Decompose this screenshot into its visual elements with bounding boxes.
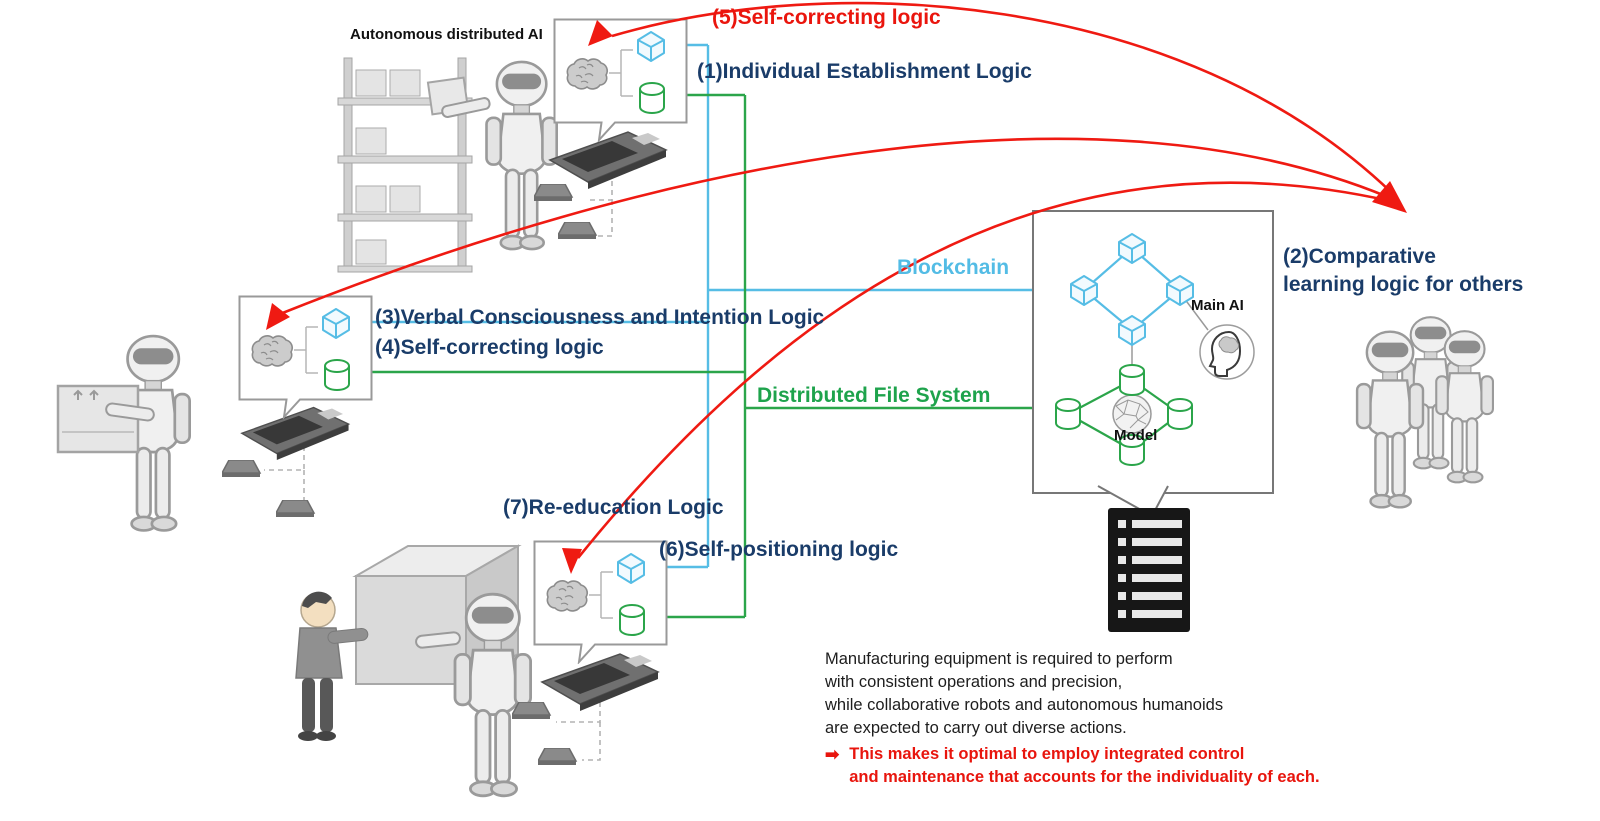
note-conclusion: ➡ This makes it optimal to employ integr… [825, 743, 1320, 789]
this-way-up-icon [73, 389, 99, 400]
logic4-label: (4)Self-correcting logic [375, 336, 604, 359]
floor-marker-icon [538, 748, 577, 766]
model-label: Model [1114, 427, 1158, 444]
logic6-label: (6)Self-positioning logic [659, 538, 899, 561]
logic2-label: (2)Comparative learning logic for others [1283, 245, 1524, 296]
note-line: are expected to carry out diverse action… [825, 719, 1127, 737]
database-icon [324, 359, 350, 391]
floor-marker-icon [222, 460, 261, 478]
distributed-file-system-label: Distributed File System [757, 384, 991, 407]
blockchain-node-icon [1070, 275, 1098, 306]
blockchain-node-icon [1118, 233, 1146, 264]
floor-marker-icon [276, 500, 315, 518]
carrying-robot-illustration [56, 334, 191, 532]
note-block: Manufacturing equipment is required to p… [825, 648, 1320, 789]
right-arrow-icon: ➡ [825, 745, 840, 764]
scene-top-label: Autonomous distributed AI [350, 26, 543, 43]
note-red-line: and maintenance that accounts for the in… [849, 768, 1320, 786]
floor-marker-icon [534, 184, 573, 202]
database-icon [1167, 398, 1193, 430]
big-arrowhead-icon [1372, 181, 1407, 213]
blockchain-label: Blockchain [897, 256, 1010, 279]
human-robot-box-illustration [295, 544, 532, 798]
note-red-line: This makes it optimal to employ integrat… [849, 745, 1245, 763]
robot-figure [1355, 330, 1425, 509]
brain-icon [546, 580, 588, 612]
main-ai-box [1032, 210, 1274, 494]
database-icon [1055, 398, 1081, 430]
database-icon [1119, 364, 1145, 396]
blockchain-node-icon [1166, 275, 1194, 306]
logic5-label: (5)Self-correcting logic [712, 6, 941, 29]
database-icon [619, 604, 645, 636]
database-icon [639, 82, 665, 114]
floor-marker-icon [512, 702, 551, 720]
note-line: while collaborative robots and autonomou… [825, 696, 1224, 714]
note-line: with consistent operations and precision… [825, 673, 1123, 691]
logic3-label: (3)Verbal Consciousness and Intention Lo… [375, 306, 825, 329]
blockchain-node-icon [1118, 315, 1146, 346]
main-ai-head-icon [1199, 324, 1255, 380]
robot-group-illustration [1355, 316, 1494, 509]
ai-callout-2 [238, 295, 373, 421]
robot-figure [453, 592, 532, 798]
brain-icon [251, 335, 293, 367]
ai-callout-1 [553, 18, 688, 144]
logic7-label: (7)Re-education Logic [503, 496, 724, 519]
brain-icon [566, 58, 608, 90]
floor-marker-icon [558, 222, 597, 240]
robot-figure [485, 60, 559, 251]
main-ai-label: Main AI [1191, 297, 1244, 314]
note-line: Manufacturing equipment is required to p… [825, 650, 1173, 668]
server-icon [1108, 508, 1190, 632]
logic1-label: (1)Individual Establishment Logic [697, 60, 1032, 83]
ai-callout-3 [533, 540, 668, 666]
shelf-robot-illustration [337, 57, 559, 273]
